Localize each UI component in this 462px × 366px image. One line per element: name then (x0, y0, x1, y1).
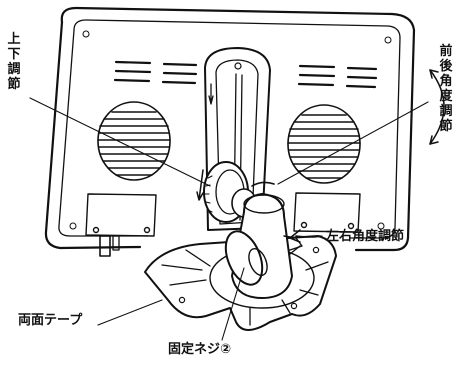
speaker-grille-right (287, 104, 361, 184)
vent-slots (113, 60, 378, 89)
label-double-sided-tape: 両面テープ (18, 313, 83, 328)
label-tilt-updown: 上下調節 (7, 32, 21, 92)
swivel-arrow (289, 229, 321, 243)
label-tilt-frontback: 前後角度調節 (439, 44, 453, 134)
speaker-grille-left (97, 101, 171, 181)
label-fixing-screw: 固定ネジ② (168, 342, 232, 357)
leader-lines (29, 97, 429, 341)
front-back-curved-arrow (429, 69, 445, 145)
monitor-back-panel (44, 6, 416, 252)
fixing-screw-knob (224, 230, 268, 286)
label-swivel-leftright: 左右角度調節 (326, 229, 405, 244)
connector-panel-right (293, 192, 361, 233)
connector-panel-left (85, 193, 157, 257)
